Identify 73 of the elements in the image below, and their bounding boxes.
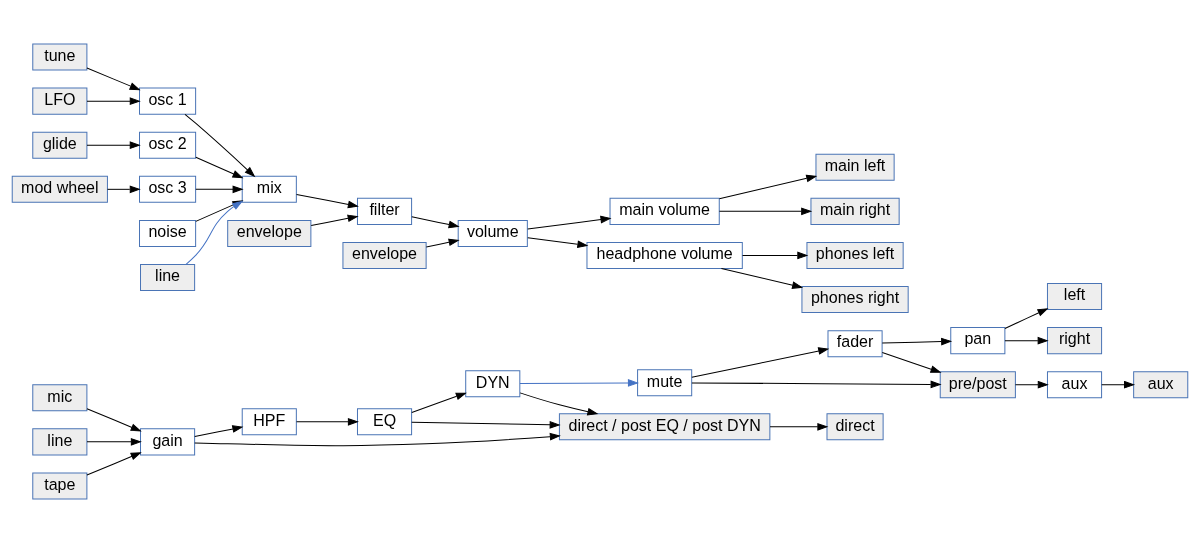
arrow [425, 238, 459, 247]
node-box: pan [950, 326, 1006, 354]
arrow [107, 185, 140, 193]
node-box: headphone volume [586, 241, 743, 269]
node-box: osc 3 [139, 175, 197, 203]
arrow [411, 420, 560, 428]
node-box: mix [241, 175, 297, 203]
node-box: main volume [609, 197, 720, 225]
arrow [1101, 380, 1135, 388]
node-box: pre/post [939, 370, 1016, 398]
node-box: mod wheel [11, 175, 108, 203]
arrow [527, 236, 588, 248]
arrow [1004, 336, 1048, 344]
node-box: tune [32, 43, 88, 71]
node-box: aux [1046, 370, 1103, 398]
arrow [742, 251, 808, 259]
node-box: phones right [801, 285, 909, 313]
arrow [195, 156, 243, 178]
arrow [184, 113, 255, 177]
arrow [86, 66, 140, 90]
node-box: glide [32, 131, 88, 159]
node-box: direct / post EQ / post DYN [558, 412, 771, 440]
node-box: envelope [227, 219, 312, 247]
arrow [194, 424, 243, 437]
arrow [881, 337, 952, 345]
node-box: mute [637, 368, 693, 396]
node-box: fader [827, 329, 883, 357]
arrow [881, 351, 941, 373]
node-box: aux [1133, 370, 1189, 398]
node-box: noise [139, 219, 197, 247]
node-box: line [140, 263, 196, 291]
arrow [718, 174, 817, 199]
arrow [527, 215, 611, 229]
arrow [195, 185, 243, 193]
node-box: HPF [241, 407, 297, 435]
node-box: line [32, 427, 88, 455]
arrow [691, 346, 829, 378]
node-box: main right [810, 197, 900, 225]
node-box: direct [826, 412, 884, 440]
arrow [86, 141, 140, 149]
arrow [310, 214, 358, 226]
node-box: main left [815, 153, 895, 181]
arrow [718, 207, 812, 215]
arrow [411, 215, 459, 228]
node-box: LFO [32, 87, 88, 115]
node-box: osc 2 [139, 131, 197, 159]
node-box: EQ [357, 407, 413, 435]
arrow [86, 407, 141, 431]
arrow [1014, 380, 1048, 388]
node-box: filter [357, 197, 413, 225]
arrow [194, 432, 560, 446]
node-box: osc 1 [139, 87, 197, 115]
arrow [296, 193, 358, 208]
node-box: phones left [806, 241, 904, 269]
arrow [411, 392, 466, 413]
arrow [86, 437, 141, 445]
arrow [86, 97, 140, 105]
arrow [296, 417, 358, 425]
arrow [769, 422, 828, 430]
arrow [1004, 307, 1048, 329]
node-box: DYN [465, 369, 521, 397]
node-box: volume [457, 219, 528, 247]
node-box: left [1046, 282, 1103, 310]
arrow [519, 378, 638, 387]
node-box: gain [140, 427, 196, 455]
node-box: envelope [342, 241, 427, 269]
arrow [519, 391, 598, 415]
arrow [691, 380, 941, 388]
node-box: mic [32, 383, 88, 411]
arrow [720, 267, 803, 289]
node-box: right [1046, 326, 1103, 354]
node-box: tape [32, 471, 88, 499]
arrow [86, 451, 141, 476]
